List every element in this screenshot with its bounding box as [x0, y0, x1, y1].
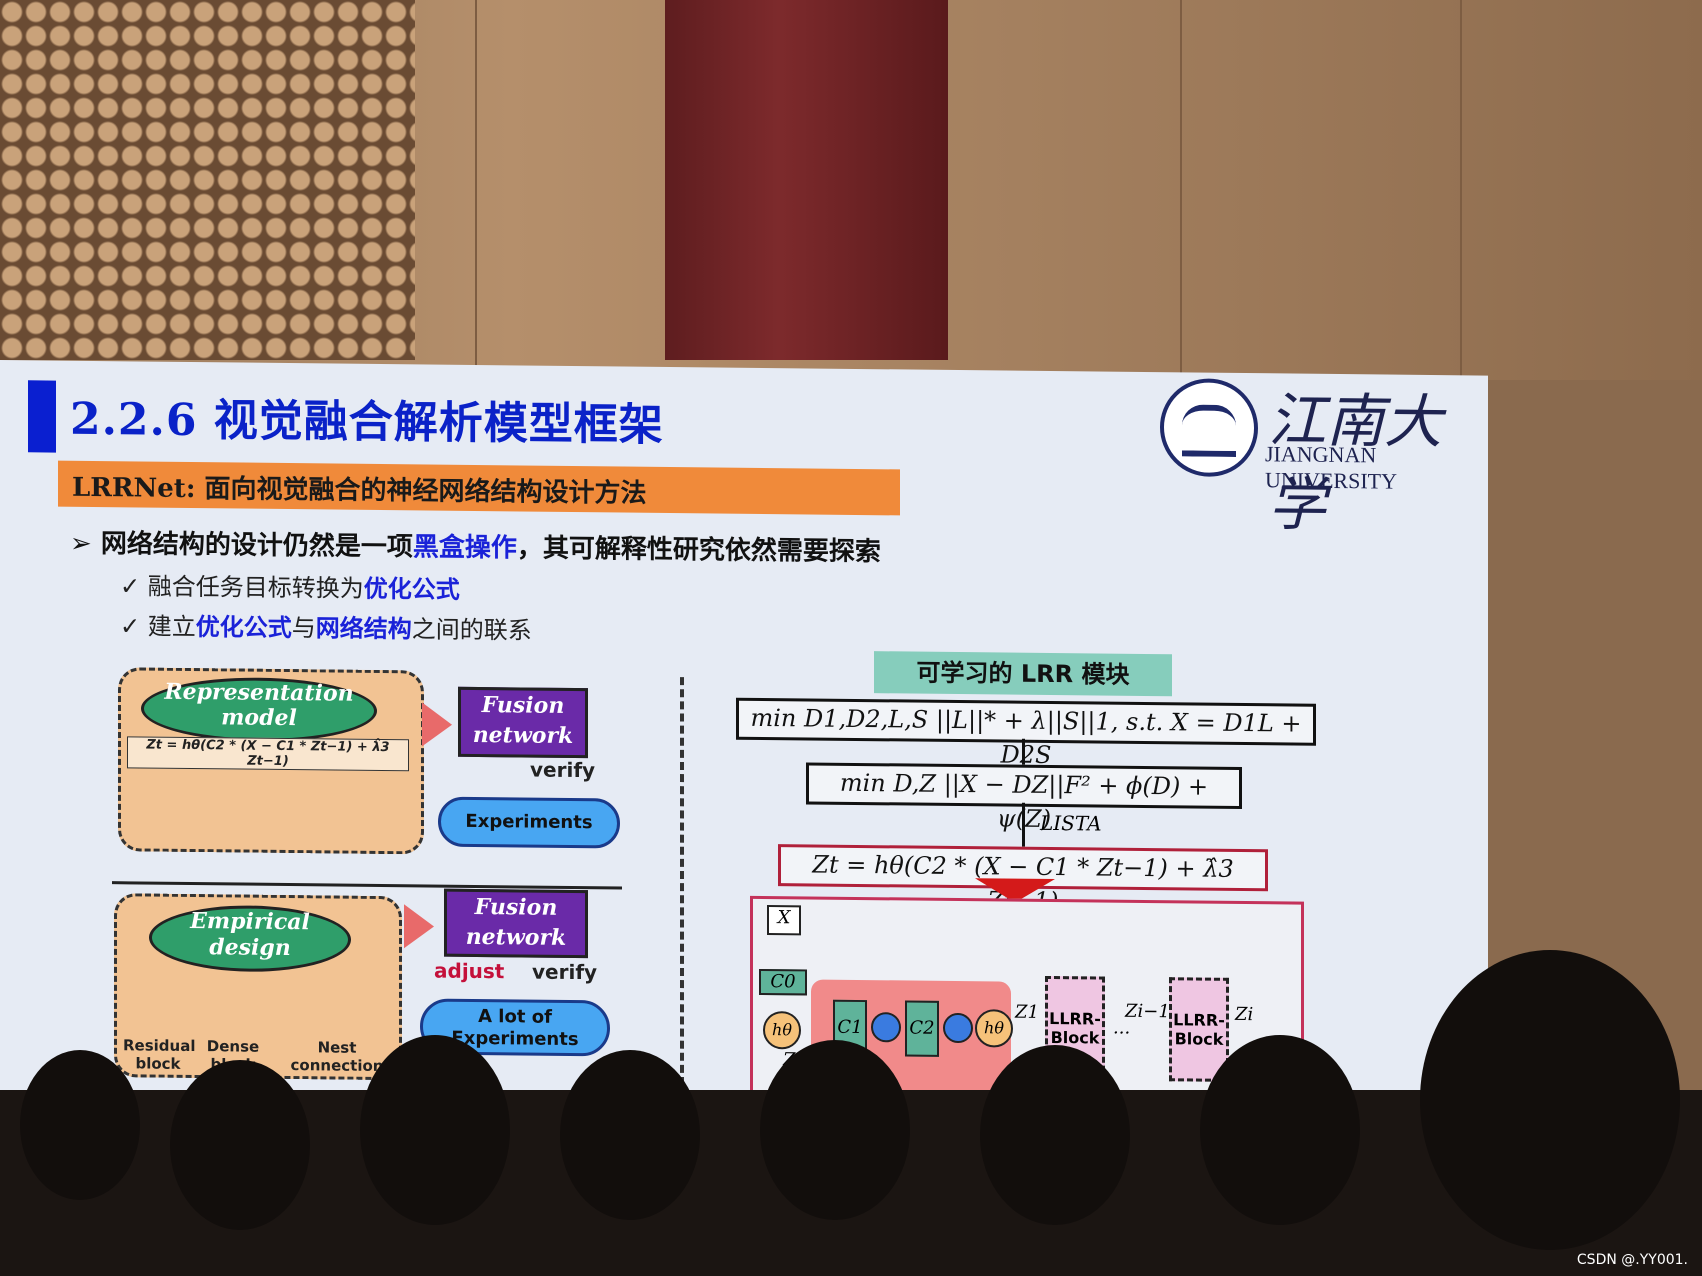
wall-panel-line	[1460, 0, 1462, 380]
plus-node-icon	[943, 1013, 973, 1043]
equation-1: min D1,D2,L,S ||L||* + λ||S||1, s.t. X =…	[736, 698, 1316, 746]
bullet-highlight: 黑盒操作	[413, 532, 517, 563]
check2-highlight-1: 优化公式	[196, 613, 292, 642]
verify-label: verify	[530, 758, 595, 783]
check2-text-2: 与	[292, 614, 316, 642]
audience-head	[20, 1050, 140, 1200]
ellipsis-label: ···	[1113, 1023, 1130, 1044]
audience-head	[360, 1035, 510, 1225]
representation-model-box: Representation model Zt = hθ(C2 * (X − C…	[118, 667, 424, 854]
wall-panel-line	[475, 0, 477, 380]
university-name-en: JIANGNAN UNIVERSITY	[1265, 441, 1488, 495]
flow-arrow	[1022, 739, 1025, 765]
experiments-cloud: Experiments	[438, 797, 620, 849]
bullet-text-1: 网络结构的设计仍然是一项	[101, 529, 413, 562]
subtitle-text: LRRNet: 面向视觉融合的神经网络结构设计方法	[72, 467, 646, 510]
lista-label: LISTA	[1040, 811, 1102, 836]
check2-text-3: 之间的联系	[412, 615, 532, 644]
x-input-box: X	[767, 905, 801, 935]
check-item-1: ✓ 融合任务目标转换为优化公式	[120, 566, 460, 605]
check1-text: 融合任务目标转换为	[148, 573, 364, 603]
audience-head	[980, 1045, 1130, 1225]
nest-connection-label: Nest connection	[287, 1038, 387, 1075]
representation-model-oval: Representation model	[141, 676, 377, 742]
bullet-text-2: ，其可解释性研究依然需要探索	[517, 533, 881, 567]
check-item-2: ✓ 建立优化公式与网络结构之间的联系	[120, 606, 532, 645]
module-title: 可学习的 LRR 模块	[874, 651, 1172, 696]
zi-minus-1-label: Zi−1	[1125, 1001, 1170, 1022]
audience-head	[560, 1050, 700, 1220]
section-divider	[112, 881, 622, 889]
empirical-design-oval: Empirical design	[149, 905, 351, 973]
subtitle-banner: LRRNet: 面向视觉融合的神经网络结构设计方法	[58, 461, 900, 516]
wall-texture-panel	[0, 0, 415, 360]
fusion-network-box: Fusion network	[458, 687, 588, 758]
title-accent-bar	[28, 380, 56, 452]
red-curtain	[665, 0, 948, 360]
audience-head	[170, 1060, 310, 1230]
arrow-right-icon	[404, 904, 434, 948]
checkmark-icon: ✓	[120, 572, 148, 600]
audience-head	[1420, 950, 1680, 1250]
audience-crowd	[0, 1090, 1702, 1276]
htheta-node-2: hθ	[975, 1009, 1013, 1047]
slide-title: 2.2.6 视觉融合解析模型框架	[70, 383, 664, 453]
fusion-network-box-2: Fusion network	[444, 889, 588, 959]
c0-box: C0	[759, 969, 807, 996]
checkmark-icon: ✓	[120, 612, 148, 640]
z1-label: Z1	[1015, 1002, 1039, 1023]
check2-text-1: 建立	[148, 613, 196, 642]
audience-head	[760, 1040, 910, 1220]
zi-label: Zi	[1235, 1004, 1253, 1025]
bullet-arrow-icon: ➢	[70, 529, 101, 559]
university-seal-logo	[1160, 378, 1258, 477]
audience-head	[1200, 1035, 1360, 1225]
vertical-divider	[680, 677, 684, 1097]
residual-block-label: Residual block	[123, 1036, 193, 1073]
minus-node-icon	[871, 1012, 901, 1042]
wall-panel-line	[1180, 0, 1182, 380]
arrow-right-icon	[422, 702, 452, 746]
adjust-label: adjust	[434, 959, 504, 984]
c2-box: C2	[905, 1000, 939, 1056]
check1-highlight: 优化公式	[364, 575, 460, 604]
htheta-node: hθ	[763, 1011, 801, 1049]
csdn-watermark: CSDN @.YY001.	[1577, 1252, 1688, 1268]
flow-arrow	[1022, 803, 1025, 847]
main-bullet: ➢ 网络结构的设计仍然是一项黑盒操作，其可解释性研究依然需要探索	[70, 523, 881, 568]
empirical-design-box: Empirical design Residual block Dense bl…	[114, 893, 402, 1080]
verify-label-2: verify	[532, 960, 597, 985]
recurrence-formula: Zt = hθ(C2 * (X − C1 * Zt−1) + λ̂3 Zt−1)	[127, 736, 409, 771]
check2-highlight-2: 网络结构	[316, 614, 412, 643]
